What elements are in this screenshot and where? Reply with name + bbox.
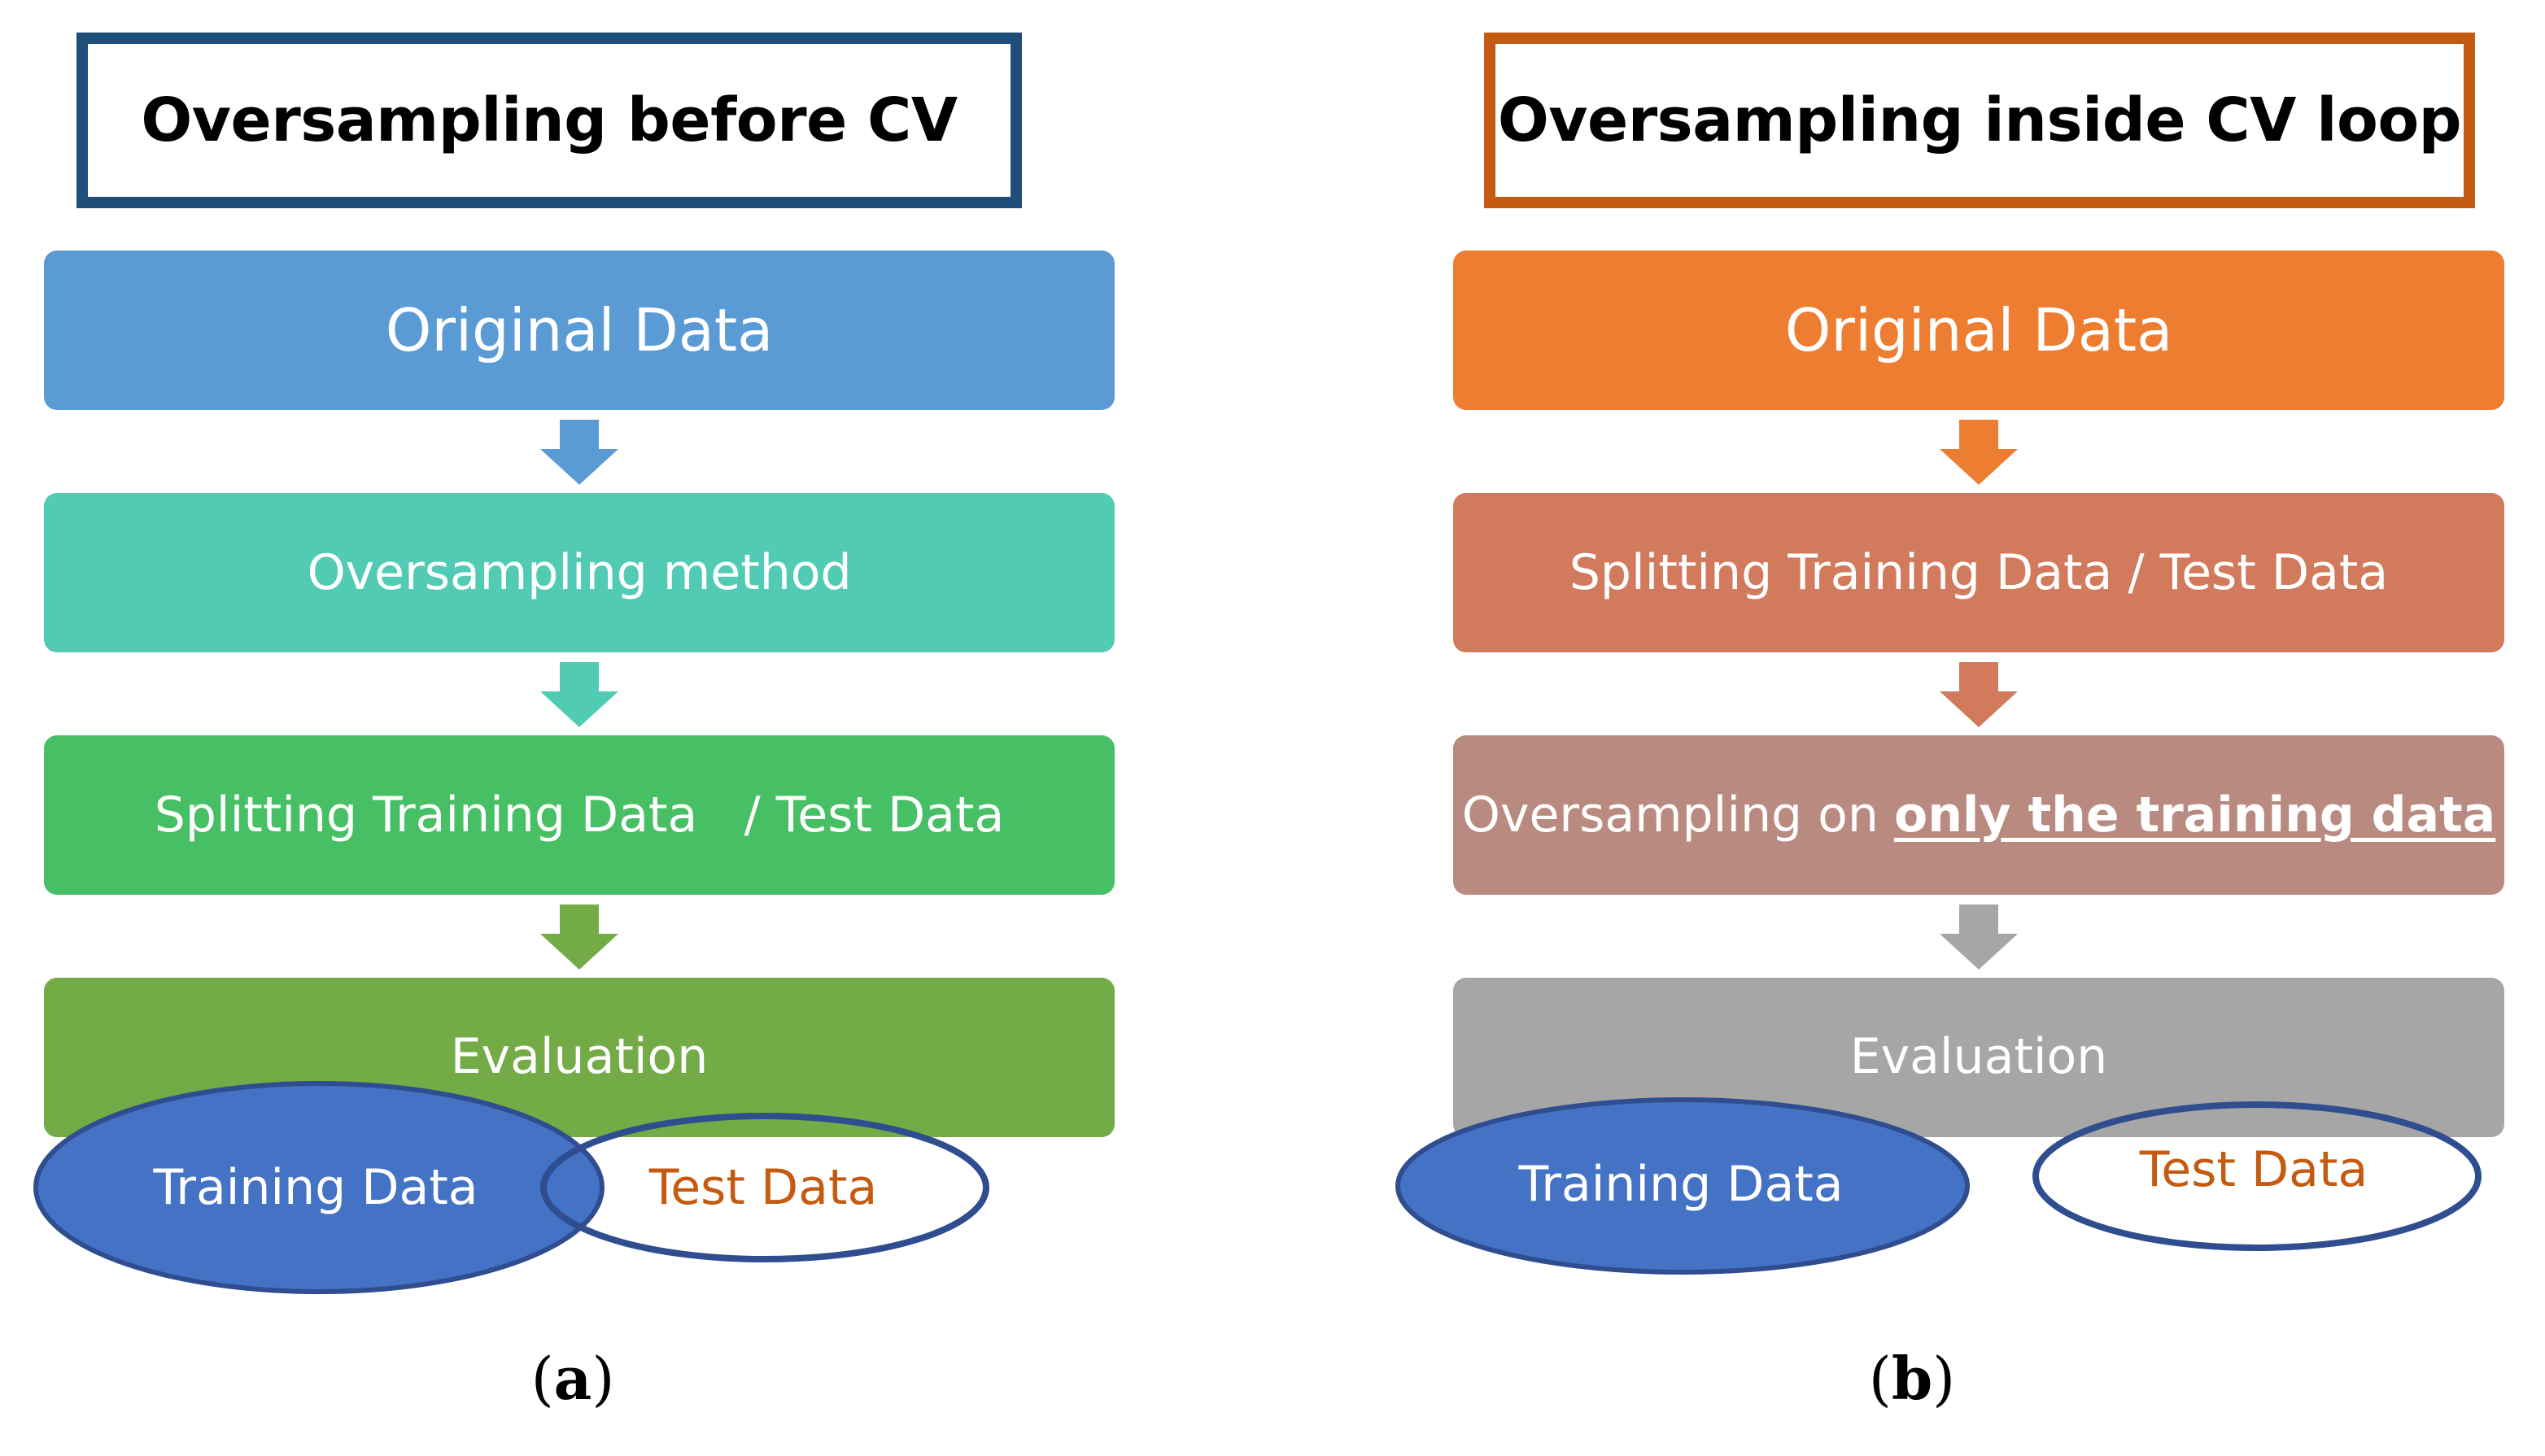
panel-b-oversampling-prefix: Oversampling on: [1461, 787, 1894, 844]
panel-a: Oversampling before CV Original Data Ove…: [0, 0, 1272, 1456]
panel-b-data-ellipses: Training Data Test Data: [1395, 1097, 2482, 1275]
panel-a-evaluation-box: Evaluation: [44, 978, 1115, 1137]
panel-b-title: Oversampling inside CV loop: [1484, 33, 2475, 208]
panel-b-arrow-2: [1940, 662, 2018, 727]
panel-a-test-ellipse: [540, 1113, 989, 1262]
panel-a-title: Oversampling before CV: [76, 33, 1022, 208]
panel-b-arrow-1: [1940, 420, 2018, 485]
panel-b: Oversampling inside CV loop Original Dat…: [1272, 0, 2545, 1456]
panel-b-evaluation-box: Evaluation: [1453, 978, 2504, 1137]
panel-a-data-ellipses: Training Data Test Data: [33, 1081, 989, 1294]
panel-a-arrow-2: [540, 662, 618, 727]
panel-a-arrow-3: [540, 905, 618, 970]
panel-b-training-label: Training Data: [1517, 1156, 1843, 1213]
panel-a-oversampling-method-box: Oversampling method: [44, 493, 1115, 652]
panel-a-original-data-box: Original Data: [44, 251, 1115, 410]
panel-a-test-label: Test Data: [648, 1159, 878, 1216]
panel-b-arrow-3: [1940, 905, 2018, 970]
panel-b-test-label: Test Data: [2139, 1141, 2368, 1198]
panel-a-splitting-box: Splitting Training Data / Test Data: [44, 735, 1115, 895]
panel-b-original-data-box: Original Data: [1453, 251, 2504, 410]
panel-b-splitting-box: Splitting Training Data / Test Data: [1453, 493, 2504, 652]
panel-b-oversampling-training-box: Oversampling on only the training data: [1453, 735, 2504, 895]
panel-a-arrow-1: [540, 420, 618, 485]
panel-a-training-label: Training Data: [152, 1159, 478, 1216]
panel-b-oversampling-emphasis: only the training data: [1893, 787, 2496, 844]
panel-a-caption: (a): [530, 1344, 615, 1413]
panel-b-caption: (b): [1868, 1344, 1956, 1413]
